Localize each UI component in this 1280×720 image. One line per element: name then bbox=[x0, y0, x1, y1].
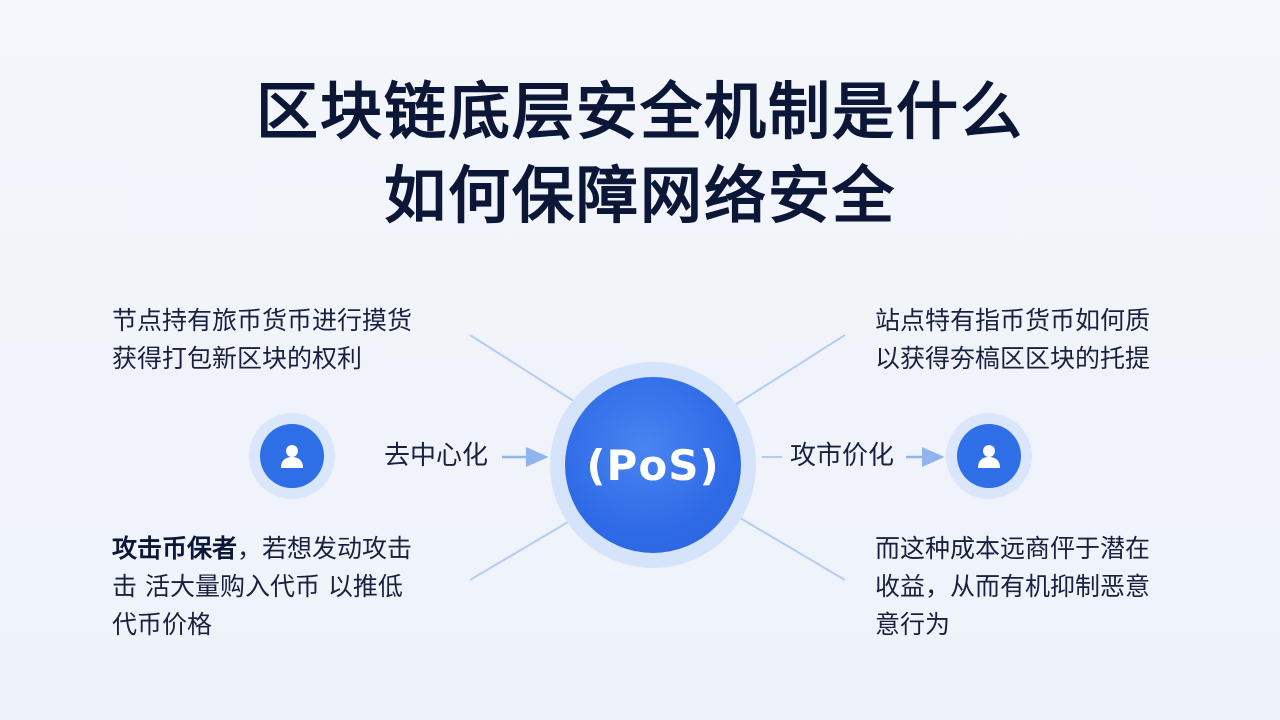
bottom-right-line-3: 意行为 bbox=[875, 610, 951, 639]
left-flow-label: 去中心化 bbox=[384, 441, 489, 471]
user-icon bbox=[260, 424, 324, 488]
top-right-description: 站点特有指币货币如何质 以获得夯槁区区块的托提 bbox=[875, 302, 1205, 378]
connector-bottom-right bbox=[734, 514, 846, 581]
pos-hub: (PoS) bbox=[550, 362, 756, 568]
bottom-left-description: 攻击币保者，若想发动攻击 击 活大量购入代币 以推低 代币价格 bbox=[112, 530, 472, 644]
bottom-right-line-2: 收益，从而有机抑制恶意 bbox=[875, 572, 1151, 601]
top-left-description: 节点持有旅币货币进行摸货 获得打包新区块的权利 bbox=[112, 302, 472, 378]
connector-top-right bbox=[734, 334, 846, 406]
bottom-left-line-1-rest: ，若想发动攻击 bbox=[237, 534, 413, 563]
bottom-right-description: 而这种成本远商伻于潜在 收益，从而有机抑制恶意 意行为 bbox=[875, 530, 1205, 644]
top-left-line-1: 节点持有旅币货币进行摸货 bbox=[112, 306, 413, 335]
bottom-right-line-1: 而这种成本远商伻于潜在 bbox=[875, 534, 1151, 563]
left-participant-avatar bbox=[249, 413, 335, 499]
bottom-left-line-3: 代币价格 bbox=[112, 610, 213, 639]
page-title-line-1: 区块链底层安全机制是什么 bbox=[255, 75, 1024, 148]
bottom-left-bold-term: 攻击币保者 bbox=[112, 534, 238, 563]
connector-top-left bbox=[469, 334, 581, 406]
user-icon bbox=[957, 424, 1021, 488]
connector-bottom-left bbox=[469, 514, 581, 581]
top-right-line-1: 站点特有指币货币如何质 bbox=[875, 306, 1151, 335]
bottom-left-line-1: 攻击币保者，若想发动攻击 bbox=[112, 530, 472, 568]
right-participant-avatar bbox=[946, 413, 1032, 499]
pos-hub-label: (PoS) bbox=[586, 440, 720, 490]
top-right-line-2: 以获得夯槁区区块的托提 bbox=[875, 344, 1151, 373]
bottom-left-line-2: 击 活大量购入代币 以推低 bbox=[112, 572, 403, 601]
pos-hub-core: (PoS) bbox=[565, 377, 741, 553]
right-flow-label: 攻市价化 bbox=[790, 441, 895, 471]
top-left-line-2: 获得打包新区块的权利 bbox=[112, 344, 363, 373]
page-title-line-2: 如何保障网络安全 bbox=[383, 159, 896, 232]
